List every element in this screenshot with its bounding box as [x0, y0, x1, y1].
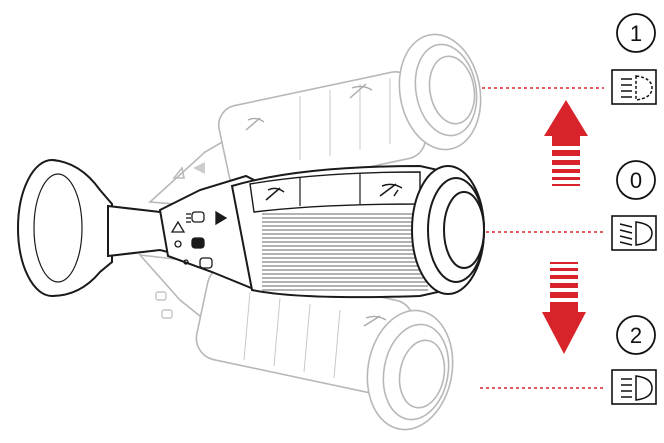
position-number: 0 [630, 168, 642, 193]
fog-light-icon [192, 238, 204, 248]
up-arrow-icon [544, 100, 588, 186]
stalk-main [18, 160, 484, 297]
stalk-end-cap [412, 166, 484, 294]
position-number: 2 [630, 323, 642, 348]
low-beam-icon [612, 216, 656, 250]
main-beam-icon [612, 370, 656, 404]
down-arrow-icon [542, 262, 586, 354]
position-1: 1 [612, 14, 656, 104]
stalk-base-knob [18, 160, 112, 296]
position-0: 0 [612, 161, 656, 250]
position-number: 1 [630, 21, 642, 46]
position-2: 2 [612, 316, 656, 404]
stalk-barrel [232, 166, 438, 297]
main-beam-flash-icon [612, 70, 656, 104]
